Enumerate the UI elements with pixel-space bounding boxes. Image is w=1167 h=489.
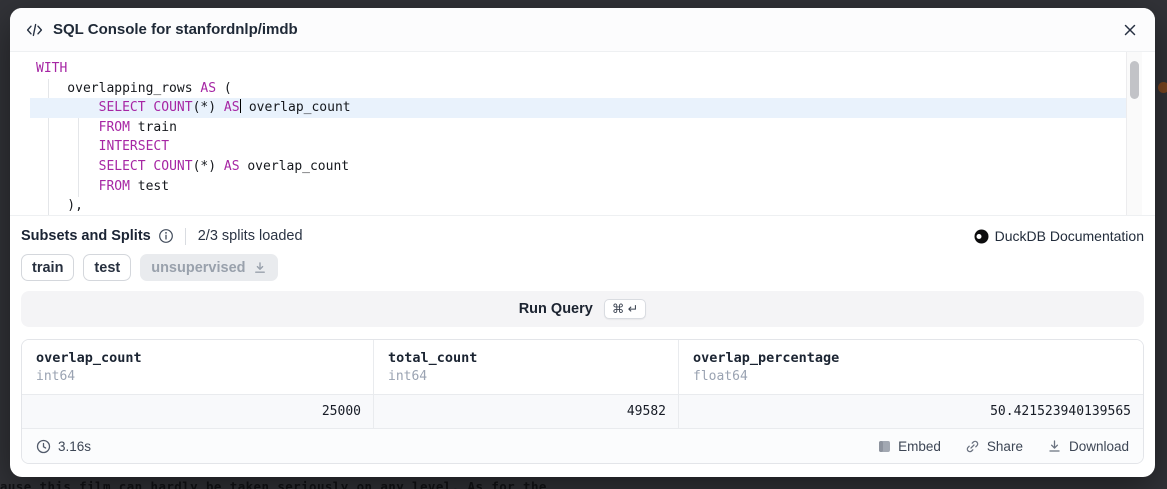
sql-editor[interactable]: WITH overlapping_rows AS ( SELECT COUNT(… <box>10 52 1155 216</box>
duckdb-doc-label: DuckDB Documentation <box>994 228 1144 244</box>
split-pill-test[interactable]: test <box>83 254 132 281</box>
run-query-label: Run Query <box>518 301 593 317</box>
cell-total-count: 49582 <box>374 395 679 428</box>
sql-text: overlapping_rows <box>36 80 201 96</box>
split-label: unsupervised <box>151 259 246 276</box>
keyboard-shortcut-badge: ⌘ ↵ <box>603 299 647 319</box>
close-icon[interactable] <box>1121 21 1139 39</box>
sql-text <box>36 139 99 154</box>
download-button[interactable]: Download <box>1047 439 1129 454</box>
column-type: float64 <box>693 369 748 384</box>
sql-keyword: SELECT <box>98 158 146 174</box>
column-type: int64 <box>36 369 76 384</box>
sql-keyword: SELECT <box>98 100 146 116</box>
sql-keyword: COUNT <box>153 158 193 174</box>
sql-text: (*) <box>192 158 224 174</box>
splits-row: train test unsupervised <box>10 254 1155 281</box>
code-line[interactable]: FROM test <box>30 177 1126 197</box>
duration-value: 3.16s <box>58 438 92 454</box>
embed-icon <box>879 440 891 452</box>
download-label: Download <box>1068 438 1129 454</box>
code-line[interactable]: INTERSECT <box>30 137 1126 157</box>
sql-keyword: AS <box>223 100 240 116</box>
duckdb-icon <box>974 229 989 243</box>
code-line[interactable]: ), <box>30 196 1126 215</box>
sql-text: overlap_count <box>239 158 350 174</box>
indent-guide <box>48 79 49 215</box>
sql-text: overlap_count <box>241 100 351 116</box>
download-icon <box>254 261 265 273</box>
sql-keyword: INTERSECT <box>98 139 170 155</box>
divider <box>184 227 186 245</box>
cell-overlap-count: 25000 <box>22 395 374 428</box>
code-lines: WITH overlapping_rows AS ( SELECT COUNT(… <box>30 59 1126 215</box>
editor-scrollbar-thumb[interactable] <box>1130 61 1139 99</box>
column-name: total_count <box>388 350 478 366</box>
editor-scrollbar[interactable] <box>1126 52 1142 215</box>
modal-title: SQL Console for stanfordnlp/imdb <box>53 21 298 38</box>
sql-keyword: FROM <box>98 178 130 194</box>
sql-keyword: FROM <box>98 119 130 135</box>
results-table: overlap_count int64 total_count int64 ov… <box>21 339 1144 464</box>
column-header-total-count: total_count int64 <box>374 340 679 394</box>
column-header-overlap-percentage: overlap_percentage float64 <box>679 340 1143 394</box>
table-footer: 3.16s Embed Share <box>22 428 1143 463</box>
sql-keyword: COUNT <box>153 100 193 116</box>
sql-text <box>36 100 99 115</box>
embed-label: Embed <box>898 438 941 454</box>
sql-keyword: AS <box>223 158 240 174</box>
modal-header: SQL Console for stanfordnlp/imdb <box>10 8 1155 52</box>
column-header-overlap-count: overlap_count int64 <box>22 340 374 394</box>
info-icon[interactable] <box>158 228 174 244</box>
cell-overlap-percentage: 50.421523940139565 <box>990 404 1131 419</box>
footer-actions: Embed Share Download <box>878 439 1129 454</box>
sql-keyword: WITH <box>36 61 68 76</box>
share-label: Share <box>986 438 1023 454</box>
download-icon <box>1049 439 1060 452</box>
split-label: train <box>32 259 64 276</box>
embed-button[interactable]: Embed <box>878 439 941 454</box>
sql-text: ( <box>216 80 232 96</box>
text-cursor <box>239 99 242 114</box>
sql-text <box>36 159 99 174</box>
code-line[interactable]: FROM train <box>30 118 1126 138</box>
code-line[interactable]: WITH <box>30 59 1126 79</box>
column-name: overlap_count <box>36 350 142 366</box>
subsets-bar: Subsets and Splits 2/3 splits loaded Duc… <box>10 226 1155 246</box>
table-header-row: overlap_count int64 total_count int64 ov… <box>22 340 1143 394</box>
duckdb-doc-link[interactable]: DuckDB Documentation <box>974 228 1144 244</box>
code-line[interactable]: overlapping_rows AS ( <box>30 79 1126 99</box>
table-row: 25000 49582 50.421523940139565 <box>22 394 1143 428</box>
background-page-text: cause this film can hardly be taken seri… <box>0 479 547 489</box>
run-query-button[interactable]: Run Query ⌘ ↵ <box>21 291 1144 327</box>
background-avatar-dot <box>1158 82 1167 93</box>
splits-loaded-status: 2/3 splits loaded <box>197 228 303 244</box>
subsets-label: Subsets and Splits <box>21 228 151 244</box>
sql-text: train <box>129 119 177 135</box>
split-pill-train[interactable]: train <box>21 254 75 281</box>
clock-icon <box>36 439 51 453</box>
sql-text: ), <box>36 198 83 214</box>
sql-keyword: AS <box>200 80 217 96</box>
code-icon <box>26 23 43 37</box>
sql-text <box>36 120 99 135</box>
share-icon <box>966 440 979 452</box>
code-line[interactable]: SELECT COUNT(*) AS overlap_count <box>30 157 1126 177</box>
query-duration: 3.16s <box>36 439 91 454</box>
sql-text: test <box>129 178 170 194</box>
sql-text: (*) <box>192 100 224 116</box>
sql-text <box>36 179 99 194</box>
column-type: int64 <box>388 369 428 384</box>
split-label: test <box>94 259 121 276</box>
code-line[interactable]: SELECT COUNT(*) AS overlap_count <box>30 98 1126 118</box>
indent-guide <box>78 99 79 197</box>
split-pill-unsupervised[interactable]: unsupervised <box>140 254 278 281</box>
sql-console-modal: SQL Console for stanfordnlp/imdb WITH ov… <box>10 8 1155 477</box>
column-name: overlap_percentage <box>693 350 840 366</box>
share-button[interactable]: Share <box>965 439 1023 454</box>
